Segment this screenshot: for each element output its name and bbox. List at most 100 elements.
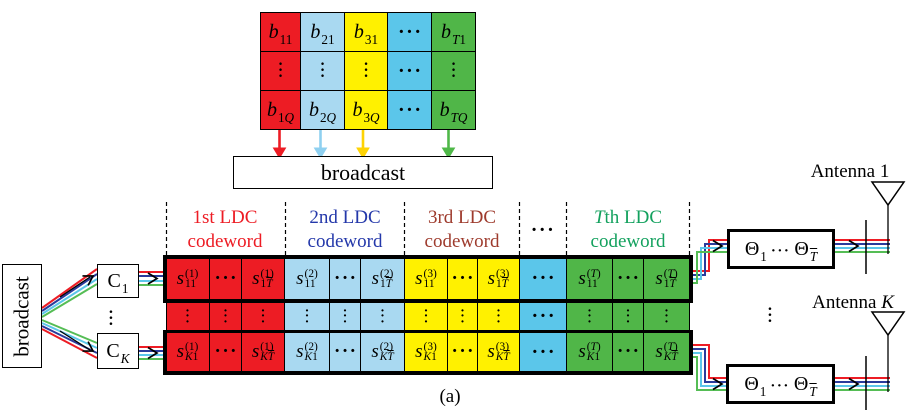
- horizontal-ellipsis-icon: ···: [333, 341, 358, 362]
- vertical-ellipsis-icon: ···: [587, 303, 592, 329]
- codeword-cell: ···: [613, 258, 644, 300]
- broadcast-fan-wires: [41, 268, 98, 359]
- math-token: s(T)11: [578, 267, 601, 290]
- table-to-theta-wires: [690, 239, 727, 391]
- codeword-cell: ···: [405, 300, 448, 333]
- antenna-1-label: Antenna 1: [810, 161, 890, 182]
- codeword-cell: s(1)KT: [242, 333, 285, 372]
- vertical-ellipsis-icon: ···: [223, 303, 228, 329]
- codeword-cell: ···: [330, 333, 361, 372]
- broadcast-label: broadcast: [320, 159, 406, 185]
- header-line: codeword: [590, 231, 666, 252]
- vertical-ellipsis-icon: ···: [625, 303, 631, 329]
- bit-cell: ···: [261, 51, 300, 90]
- horizontal-ellipsis-icon: ···: [616, 267, 641, 289]
- horizontal-ellipsis-icon: ···: [770, 242, 791, 259]
- header-line: 2nd LDC: [309, 207, 381, 228]
- horizontal-ellipsis-icon: ···: [531, 340, 556, 363]
- codeword-cell: s(T)K1: [567, 333, 613, 372]
- codeword-cell: ···: [613, 333, 644, 372]
- codeword-cell: s(3)K1: [405, 333, 448, 372]
- codeword-cell: ···: [242, 300, 285, 333]
- bit-cell: ···: [388, 90, 431, 129]
- codeword-cell: ···: [330, 258, 361, 300]
- horizontal-ellipsis-icon: ···: [770, 377, 790, 394]
- vertical-ellipsis-icon: ···: [423, 303, 429, 329]
- codeword-cell: s(2)11: [285, 258, 330, 300]
- codeword-header: Tth LDC codeword: [563, 203, 693, 257]
- codeword-cell: s(1)K1: [166, 333, 210, 372]
- codeword-cell: s(3)11: [405, 258, 448, 300]
- codeword-cell: ···: [361, 300, 405, 333]
- bit-cell: ···: [432, 51, 475, 90]
- codeword-cell: ···: [210, 258, 242, 300]
- arrowhead-icon: [356, 147, 370, 159]
- math-token: s(T)KT: [655, 341, 678, 363]
- arrowhead-icon: [82, 275, 95, 286]
- bit-cell: ···: [388, 51, 431, 90]
- math-token: s(3)K1: [415, 341, 437, 363]
- math-token: s(3)KT: [487, 341, 510, 363]
- horizontal-ellipsis-icon: ···: [397, 59, 423, 82]
- header-line: codeword: [424, 231, 500, 252]
- codeword-header: ···: [478, 203, 608, 257]
- codeword-cell: ···: [520, 258, 567, 300]
- antenna-k-label: Antenna K: [812, 292, 894, 313]
- vertical-ellipsis-icon: ···: [342, 303, 348, 329]
- arrowhead-icon: [147, 346, 159, 360]
- horizontal-ellipsis-icon: ···: [531, 304, 556, 327]
- math-token: s(3)1T: [487, 267, 510, 290]
- codeword-cell: ···: [166, 300, 210, 333]
- broadcast-source-box: broadcast: [2, 264, 42, 368]
- horizontal-ellipsis-icon: ···: [451, 341, 475, 362]
- codeword-cell: ···: [613, 300, 644, 333]
- horizontal-ellipsis-icon: ···: [214, 341, 238, 362]
- codeword-cell: ···: [448, 258, 478, 300]
- vertical-ellipsis-icon: ···: [185, 303, 190, 329]
- vertical-ellipsis-icon: ···: [767, 300, 773, 331]
- horizontal-ellipsis-icon: ···: [333, 267, 358, 289]
- math-token: s(T)1T: [655, 267, 678, 290]
- bit-cell: ···: [345, 51, 387, 90]
- header-line: Tth LDC: [593, 207, 663, 228]
- codeword-cell: ···: [330, 300, 361, 333]
- arrowhead-icon: [848, 239, 860, 253]
- horizontal-ellipsis-icon: ···: [397, 98, 423, 121]
- vertical-ellipsis-icon: ···: [664, 303, 669, 329]
- math-token: s(2)K1: [296, 341, 318, 363]
- vertical-ellipsis-icon: ···: [319, 56, 326, 85]
- arrowhead-icon: [147, 272, 159, 285]
- vertical-ellipsis-icon: ···: [363, 56, 369, 85]
- bit-cell: ···: [388, 13, 431, 51]
- codeword-cell: s(2)1T: [361, 258, 405, 300]
- horizontal-ellipsis-icon: ···: [214, 267, 238, 289]
- codeword-cell: s(1)1T: [242, 258, 285, 300]
- codeword-cell: s(3)KT: [478, 333, 520, 372]
- antenna-k-icon: [870, 311, 906, 392]
- broadcast-label: broadcast: [9, 275, 34, 357]
- header-line: codeword: [187, 231, 263, 252]
- arrowhead-icon: [272, 147, 287, 159]
- vertical-ellipsis-icon: ···: [304, 303, 310, 329]
